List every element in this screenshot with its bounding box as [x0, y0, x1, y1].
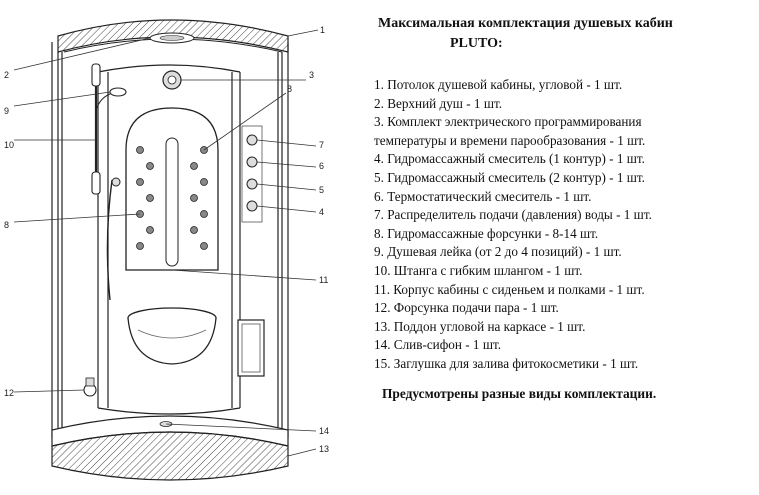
control-panel: [162, 70, 182, 90]
callout-6: 6: [319, 161, 324, 171]
spec-item: 7. Распределитель подачи (давления) воды…: [374, 207, 652, 223]
spec-item: 13. Поддон угловой на каркасе - 1 шт.: [374, 318, 586, 334]
shower-bar: [91, 63, 127, 301]
callout-3: 3: [309, 70, 314, 80]
shower-cabin-diagram: 1 2 3 9 8 7 6 5 4 10 8 11 12 14 13: [4, 19, 329, 481]
callout-14: 14: [319, 426, 329, 436]
spec-item: температуры и времени парообразования - …: [374, 132, 646, 148]
mixer-controls: [241, 125, 263, 223]
callout-8-left: 8: [4, 220, 9, 230]
spec-item: 6. Термостатический смеситель - 1 шт.: [374, 188, 592, 204]
callout-9: 9: [4, 106, 9, 116]
cabin-ceiling: [57, 19, 289, 53]
callout-11: 11: [319, 275, 328, 285]
spec-item: 11. Корпус кабины с сиденьем и полками -…: [374, 281, 645, 297]
spec-item: 2. Верхний душ - 1 шт.: [374, 95, 503, 111]
specification-panel: Максимальная комплектация душевых кабин …: [366, 14, 756, 402]
spec-item: 5. Гидромассажный смеситель (2 контур) -…: [374, 169, 645, 185]
cabin-tray: [51, 415, 289, 481]
cabin-seat: [127, 307, 217, 365]
spec-item: 1. Потолок душевой кабины, угловой - 1 ш…: [374, 77, 623, 92]
callout-8-top: 8: [287, 84, 292, 94]
callout-4: 4: [319, 207, 324, 217]
spec-item: 3. Комплект электрического программирова…: [374, 114, 642, 130]
leader-lines: [13, 29, 319, 457]
spec-list: 1. Потолок душевой кабины, угловой - 1 ш…: [366, 76, 756, 374]
spec-item: 15. Заглушка для залива фитокосметики - …: [374, 355, 639, 371]
back-panel: [125, 107, 219, 271]
callout-1: 1: [320, 25, 325, 35]
callout-13: 13: [319, 444, 329, 454]
callout-5: 5: [319, 185, 324, 195]
callout-12: 12: [4, 388, 14, 398]
spec-item: 12. Форсунка подачи пара - 1 шт.: [374, 300, 559, 316]
steam-nozzle: [83, 377, 97, 397]
spec-title-model: PLUTO:: [450, 36, 503, 51]
callout-2: 2: [4, 70, 9, 80]
spec-title: Максимальная комплектация душевых кабин: [378, 16, 673, 31]
spec-item: 9. Душевая лейка (от 2 до 4 позиций) - 1…: [374, 244, 622, 260]
spec-item: 10. Штанга с гибким шлангом - 1 шт.: [374, 262, 583, 278]
callout-10: 10: [4, 140, 14, 150]
callout-7: 7: [319, 140, 324, 150]
spec-item: 8. Гидромассажные форсунки - 8-14 шт.: [374, 225, 599, 241]
spec-item: 14. Слив-сифон - 1 шт.: [374, 337, 502, 353]
spec-item: 4. Гидромассажный смеситель (1 контур) -…: [374, 151, 645, 167]
aroma-hatch: [237, 319, 265, 377]
spec-footer-note: Предусмотрены разные виды комплектации.: [382, 385, 657, 401]
